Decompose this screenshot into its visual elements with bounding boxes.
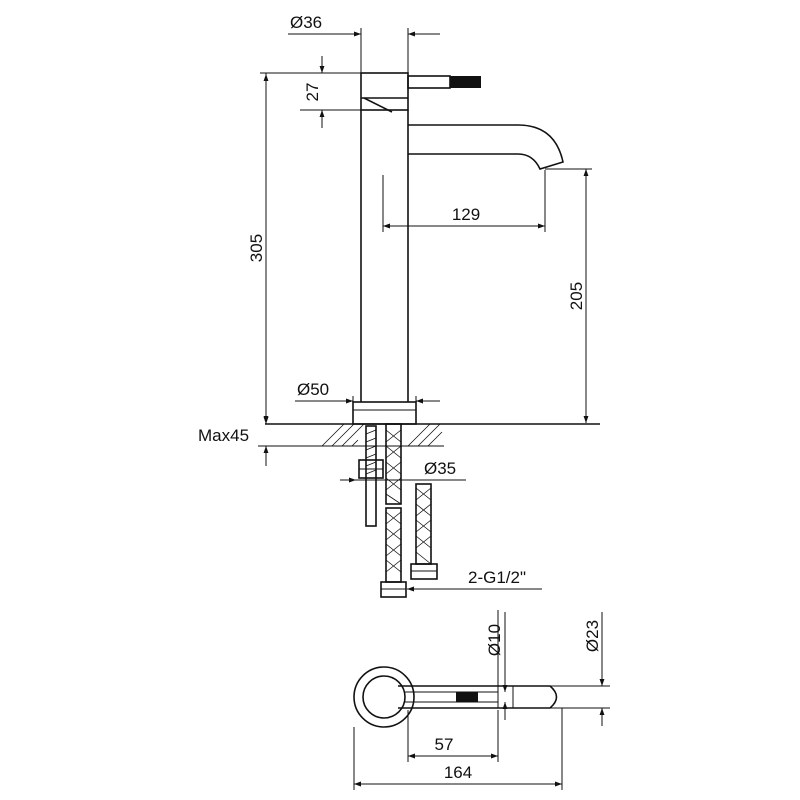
dim-spout-height: 205 [545, 168, 592, 423]
threaded-stud [365, 425, 377, 527]
label-overall-length: 164 [444, 763, 472, 782]
label-handle-diameter: Ø10 [485, 624, 504, 656]
label-total-height: 305 [247, 234, 266, 262]
top-view: Ø10 Ø23 57 164 [353, 610, 610, 790]
label-hole-diameter: Ø35 [424, 459, 456, 478]
label-handle-length: 57 [435, 735, 454, 754]
base-flange [352, 401, 417, 425]
top-body-outer [353, 666, 415, 728]
dim-hole-diameter: Ø35 [340, 459, 466, 483]
side-view: Ø36 27 305 129 [198, 13, 600, 598]
dim-base-diameter: Ø50 [295, 380, 440, 404]
faucet-cap [360, 72, 409, 111]
dim-connection: 2-G1/2" [407, 568, 542, 592]
dim-spout-reach: 129 [382, 170, 546, 232]
dim-handle-diameter: Ø10 [485, 610, 508, 720]
label-max-counter: Max45 [198, 426, 249, 445]
label-base-diameter: Ø50 [297, 380, 329, 399]
dim-body-diameter: Ø36 [288, 13, 440, 73]
lever-grip [450, 76, 481, 88]
spout [408, 124, 564, 170]
label-handle-height: 27 [303, 83, 322, 102]
dim-overall-length: 164 [353, 708, 563, 790]
countertop-hatch [321, 423, 443, 447]
label-body-diameter: Ø36 [290, 13, 322, 32]
dim-total-height: 305 [247, 72, 361, 423]
dim-handle-length: 57 [407, 710, 499, 762]
label-spout-tip-diameter: Ø23 [583, 620, 602, 652]
lever-handle [407, 75, 451, 89]
top-body-inner [362, 675, 406, 719]
dim-handle-height: 27 [300, 56, 361, 128]
dim-max-counter: Max45 [198, 406, 320, 466]
top-lever-grip [456, 692, 478, 702]
label-spout-height: 205 [567, 282, 586, 310]
dim-spout-tip-diameter: Ø23 [550, 612, 610, 726]
braided-hose-left [380, 423, 407, 598]
braided-hose-right [410, 483, 438, 580]
label-spout-reach: 129 [452, 205, 480, 224]
label-connection: 2-G1/2" [468, 568, 526, 587]
